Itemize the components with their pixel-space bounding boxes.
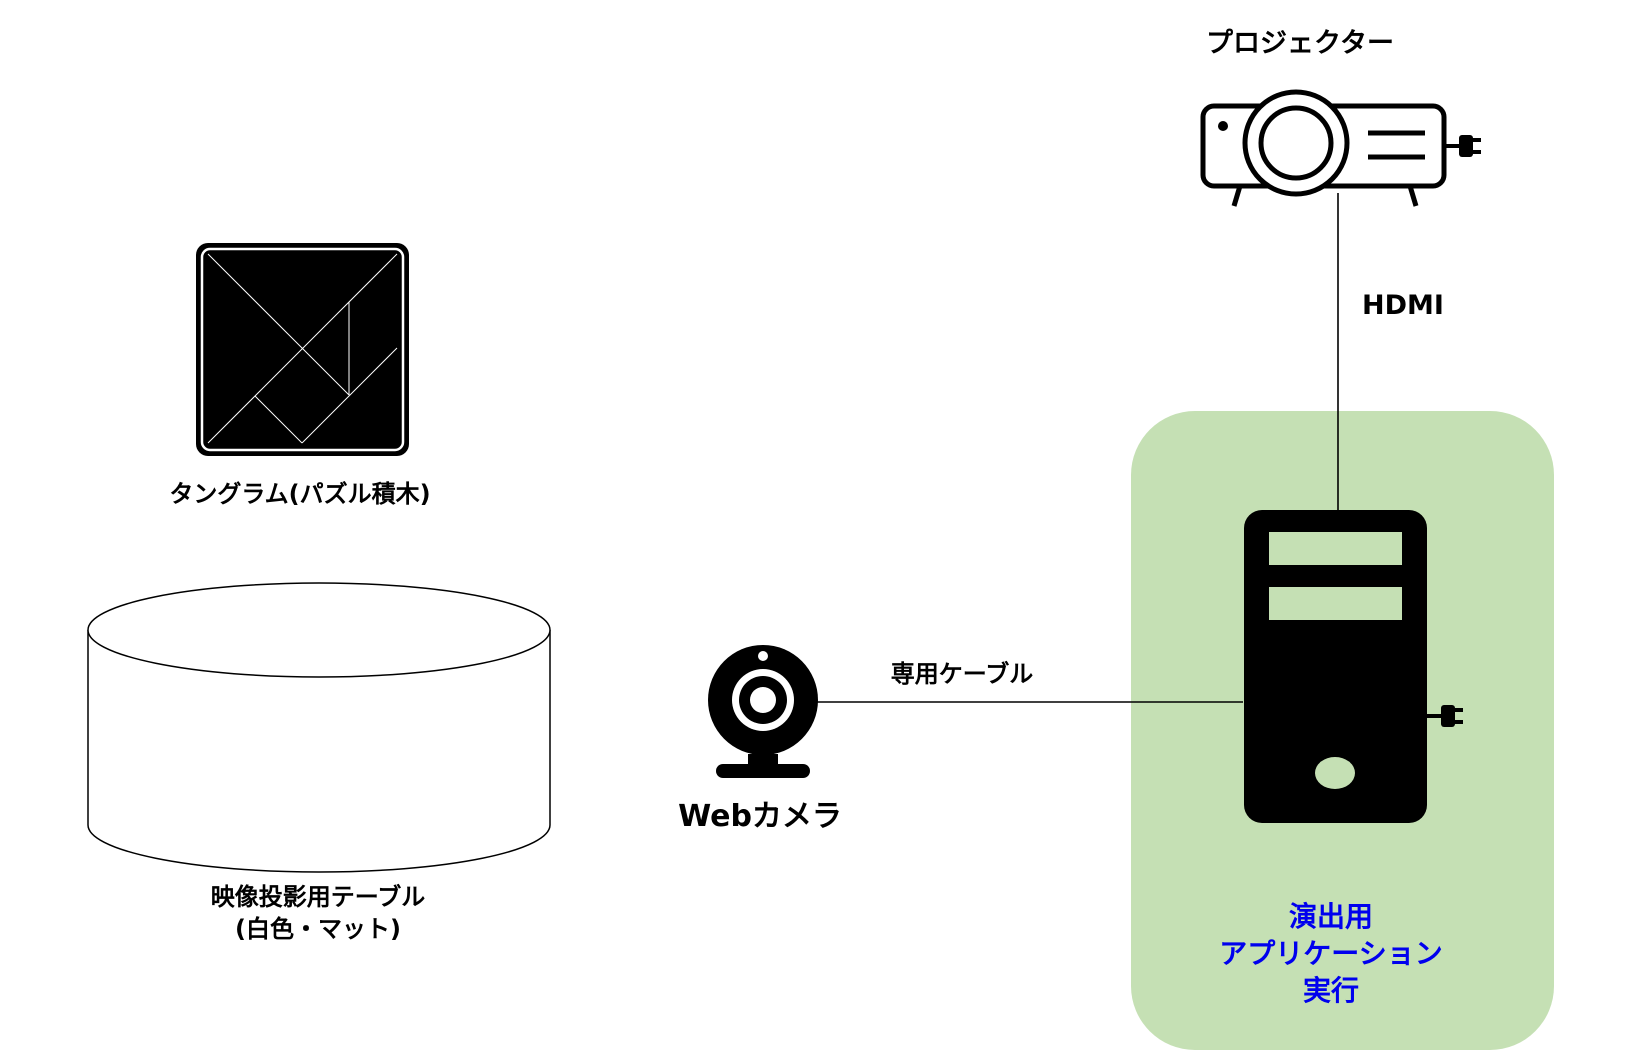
pc-label-line1: 演出用	[1288, 900, 1374, 933]
tangram-puzzle-icon	[196, 243, 409, 456]
projector-label: プロジェクター	[1206, 28, 1394, 59]
hdmi-edge-label: HDMI	[1362, 290, 1444, 321]
tangram-label: タングラム(パズル積木)	[169, 480, 431, 508]
desktop-tower-icon	[1244, 510, 1463, 823]
webcam-label: Webカメラ	[678, 799, 842, 834]
projector-icon	[1200, 89, 1481, 207]
pc-label-line2: アプリケーション	[1219, 937, 1443, 970]
table-label-line2: (白色・マット)	[235, 915, 401, 943]
pc-power-plug-icon	[1427, 705, 1463, 727]
cylinder-table-icon	[87, 582, 551, 873]
webcam-icon	[708, 645, 818, 778]
pc-label: 演出用 アプリケーション 実行	[1219, 898, 1442, 1009]
cable-edge-label: 専用ケーブル	[890, 660, 1034, 688]
table-label: 映像投影用テーブル (白色・マット)	[211, 881, 426, 945]
pc-label-line3: 実行	[1302, 974, 1360, 1007]
table-label-line1: 映像投影用テーブル	[210, 883, 426, 911]
projector-power-plug-icon	[1446, 135, 1481, 157]
